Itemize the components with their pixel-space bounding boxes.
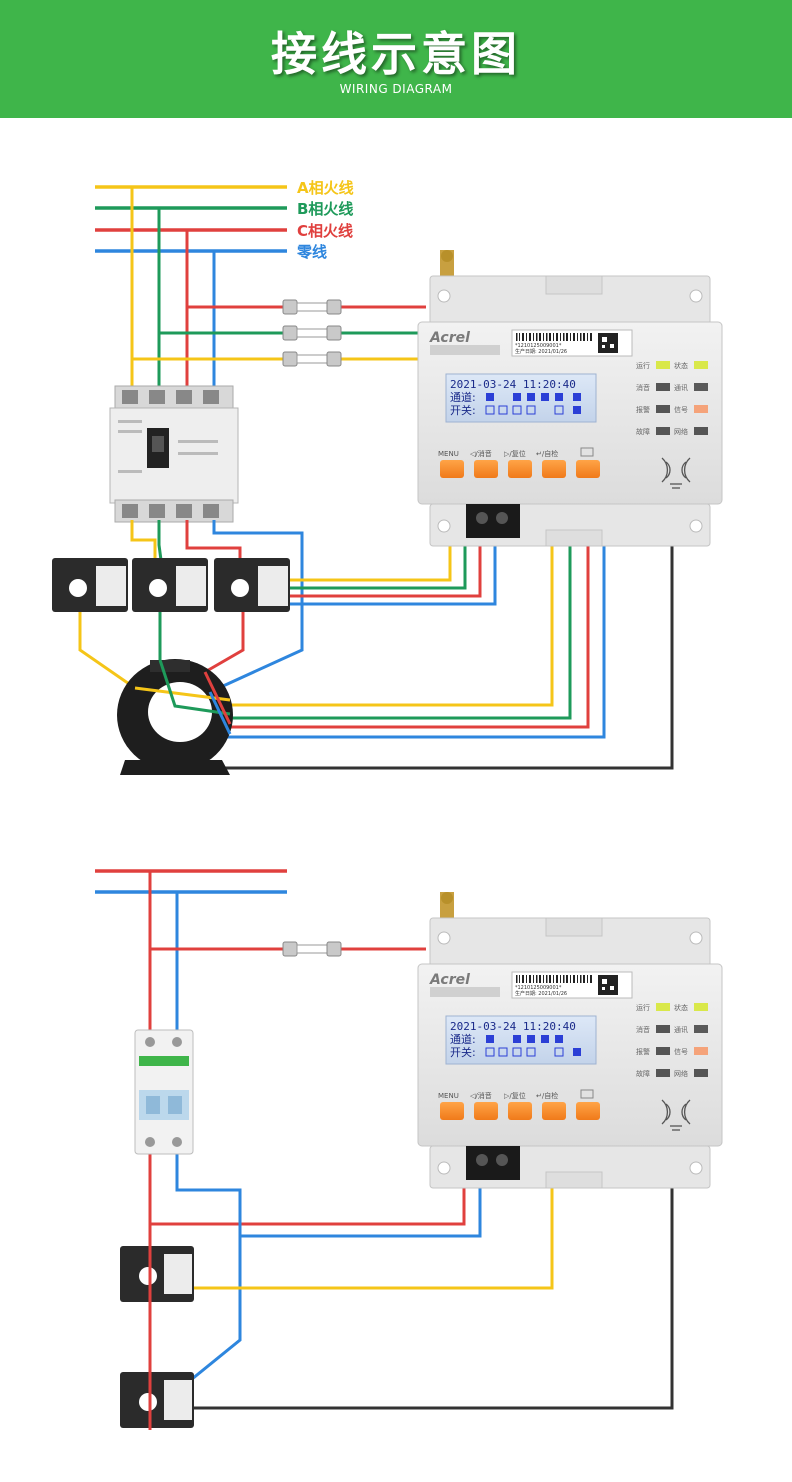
device-2-btn-reset-label: ▷/复位: [504, 1091, 526, 1100]
device-2-ind-mute: 消音: [636, 1025, 650, 1034]
three-phase-diagram: A相火线 B相火线 C相火线 零线: [52, 179, 723, 775]
device-2-ind-net: 网络: [674, 1069, 688, 1078]
device-2-button-enter: [576, 1102, 600, 1120]
device-1-ind-net: 网络: [674, 427, 688, 436]
device-1-btn-reset-label: ▷/复位: [504, 449, 526, 458]
device-1-ind-status: 状态: [674, 361, 688, 370]
device-2-lcd-time: 2021-03-24 11:20:40: [450, 1020, 576, 1033]
device-1-brand: Acrel: [429, 330, 470, 346]
device-2-ind-fault: 故障: [636, 1069, 650, 1078]
ct-c: [214, 558, 290, 612]
device-1-date: 生产日期: 2021/01/26: [515, 348, 567, 355]
legend-b-label: B相火线: [297, 200, 353, 218]
residual-current-transformer: [117, 659, 233, 775]
device-1-btn-mute-label: ◁/消音: [470, 449, 492, 458]
device-2-lcd-channel-label: 通道:: [450, 1032, 476, 1046]
page-title: 接线示意图: [271, 27, 521, 81]
device-2-button-reset: [508, 1102, 532, 1120]
two-pole-breaker: [134, 1029, 194, 1155]
device-1-ind-alarm: 报警: [636, 405, 650, 414]
fuse-a: [282, 351, 342, 367]
device-2-btn-test-label: ↵/自检: [536, 1091, 558, 1100]
ct-b: [132, 558, 208, 612]
device-1-nfc-icon: [661, 457, 691, 489]
device-1-btn-menu-label: MENU: [438, 450, 459, 458]
device-1-button-menu: [440, 460, 464, 478]
device-2-brand: Acrel: [429, 972, 470, 988]
device-1-ind-signal: 信号: [674, 405, 688, 414]
device-1-lcd-time: 2021-03-24 11:20:40: [450, 378, 576, 391]
legend-a-label: A相火线: [297, 179, 354, 197]
device-1-ind-comm: 通讯: [674, 383, 688, 392]
monitor-device-1: Acrel *1210125009001* 生产日期: 2021/01/26 2…: [417, 250, 723, 547]
device-2-nfc-icon: [661, 1099, 691, 1131]
device-2-btn-menu-label: MENU: [438, 1092, 459, 1100]
device-2-date: 生产日期: 2021/01/26: [515, 990, 567, 997]
device-2-button-test: [542, 1102, 566, 1120]
device-2-ind-run: 运行: [636, 1003, 650, 1012]
device-2-ind-comm: 通讯: [674, 1025, 688, 1034]
single-phase-diagram: Acrel *1210125009001* 生产日期: 2021/01/26 2…: [95, 869, 723, 1430]
monitor-device-2: Acrel *1210125009001* 生产日期: 2021/01/26 2…: [417, 892, 723, 1189]
device-1-button-test: [542, 460, 566, 478]
legend-n-label: 零线: [296, 243, 327, 261]
device-1-button-enter: [576, 460, 600, 478]
device-1-button-reset: [508, 460, 532, 478]
device-2-btn-mute-label: ◁/消音: [470, 1091, 492, 1100]
legend-c-label: C相火线: [297, 222, 353, 240]
current-transformers: [52, 558, 290, 612]
device-2-lcd-switch-label: 开关:: [450, 1045, 476, 1059]
device-1-ind-run: 运行: [636, 361, 650, 370]
device-1-lcd-switch-label: 开关:: [450, 403, 476, 417]
device-2-ind-signal: 信号: [674, 1047, 688, 1056]
ct-l: [120, 1246, 194, 1302]
fuse-c: [282, 299, 342, 315]
fuses: [282, 299, 342, 367]
device-1-ind-mute: 消音: [636, 383, 650, 392]
header-banner: 接线示意图 WIRING DIAGRAM: [0, 0, 792, 118]
device-1-btn-test-label: ↵/自检: [536, 449, 558, 458]
ct-a: [52, 558, 128, 612]
bus-lines: [95, 185, 287, 253]
page-subtitle: WIRING DIAGRAM: [339, 82, 453, 96]
device-1-ind-fault: 故障: [636, 427, 650, 436]
ct-residual-2: [120, 1372, 194, 1428]
four-pole-breaker: [109, 385, 239, 523]
fuse-b: [282, 325, 342, 341]
device-2-barcode-text: *1210125009001*: [515, 985, 562, 991]
device-1-button-mute: [474, 460, 498, 478]
device-1-barcode-text: *1210125009001*: [515, 343, 562, 349]
device-2-button-menu: [440, 1102, 464, 1120]
device-2-ind-status: 状态: [674, 1003, 688, 1012]
device-2-button-mute: [474, 1102, 498, 1120]
device-2-ind-alarm: 报警: [636, 1047, 650, 1056]
fuse-l: [282, 941, 342, 957]
device-1-lcd-channel-label: 通道:: [450, 390, 476, 404]
